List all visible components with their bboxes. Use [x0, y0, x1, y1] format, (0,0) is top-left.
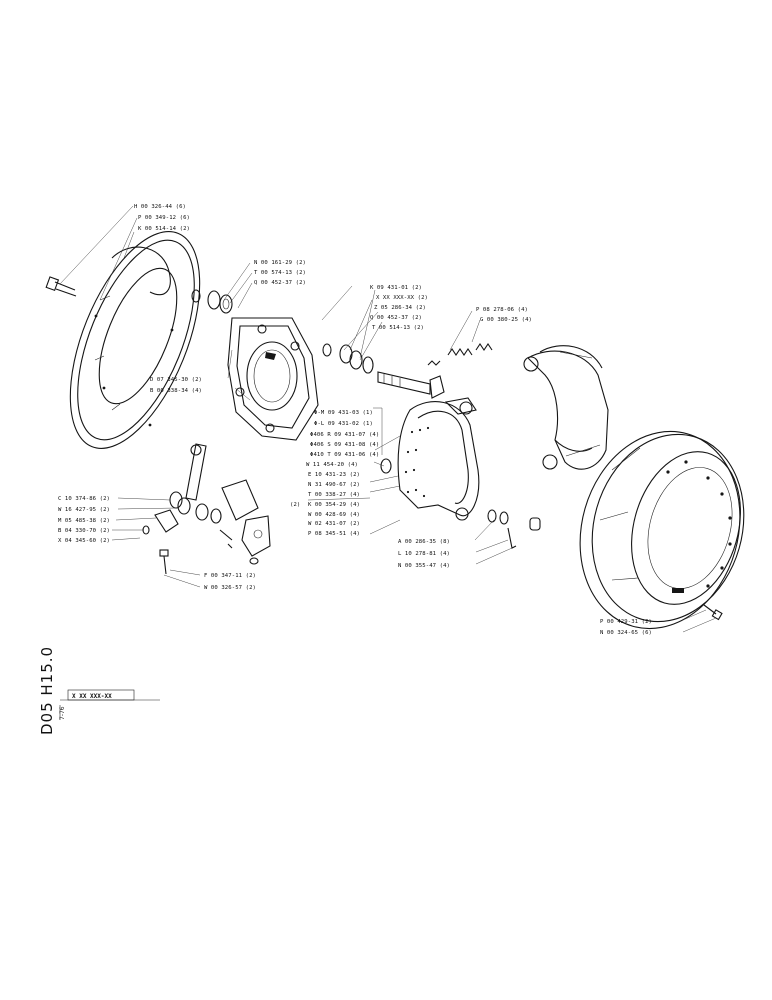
- callout-label: C 10 374-86 (2): [58, 496, 110, 502]
- lining-rivets: [404, 426, 430, 498]
- callout-label: H 00 326-44 (6): [134, 204, 186, 210]
- callout-label: N 31 490-67 (2): [308, 482, 360, 488]
- callout-label: Q 00 452-37 (2): [370, 315, 422, 321]
- callouts-spider-bottom: D 07 345-30 (2) B 00 338-34 (4): [150, 377, 202, 394]
- callout-label: G 00 380-25 (4): [480, 317, 532, 323]
- callout-label: X 04 345-60 (2): [58, 538, 110, 544]
- callouts-shoe-bottom: A 00 286-35 (8) L 10 278-81 (4) N 00 355…: [398, 539, 450, 569]
- callout-label: P 08 345-51 (4): [308, 531, 360, 537]
- callout-label: Φ410 T 09 431-06 (4): [310, 452, 379, 458]
- callout-label: Φ406 S 09 431-08 (4): [310, 442, 379, 448]
- callout-label: P 00 429-31 (2): [600, 619, 652, 625]
- callout-label: W 00 326-57 (2): [204, 585, 256, 591]
- callout-label: W 16 427-95 (2): [58, 507, 110, 513]
- callout-label: N 00 161-29 (2): [254, 260, 306, 266]
- bracket-tag: (2): [290, 502, 300, 508]
- callout-label: K 09 431-01 (2): [370, 285, 422, 291]
- callout-label: K 00 514-14 (2): [138, 226, 190, 232]
- callouts-adjuster: C 10 374-86 (2) W 16 427-95 (2) M 05 485…: [58, 496, 110, 544]
- dust-shield-plate: [69, 231, 201, 449]
- callout-label: X XX XXX-XX (2): [376, 295, 428, 301]
- callout-label: N 00 355-47 (4): [398, 563, 450, 569]
- callout-label: W 11 454-20 (4): [306, 462, 358, 468]
- return-springs: [427, 343, 493, 366]
- callouts-spring: P 08 278-06 (4) G 00 380-25 (4): [476, 307, 532, 323]
- part-number-box: [67, 689, 135, 701]
- callout-label: B 04 330-70 (2): [58, 528, 110, 534]
- callout-label: T 00 514-13 (2): [372, 325, 424, 331]
- callout-label: Φ-M 09 431-03 (1): [314, 410, 373, 416]
- callout-label: A 00 286-35 (8): [398, 539, 450, 545]
- brake-shoe-front: [397, 397, 480, 521]
- part-number-text: X XX XXX-XX: [72, 693, 112, 700]
- callout-label: Q 00 452-37 (2): [254, 280, 306, 286]
- bolt-left: [45, 276, 77, 297]
- drum-bolt: [703, 604, 723, 621]
- callout-label: W 02 431-07 (2): [308, 521, 360, 527]
- callout-label: T 00 574-13 (2): [254, 270, 306, 276]
- drum-bolt-holes: [666, 460, 732, 588]
- callout-label: P 08 278-06 (4): [476, 307, 528, 313]
- callouts-adjuster-bottom: F 00 347-11 (2) W 00 326-57 (2): [204, 573, 256, 591]
- spider-bushings: [191, 289, 233, 314]
- callouts-shoe-list: Φ-M 09 431-03 (1) Φ-L 09 431-02 (1) Φ406…: [290, 410, 379, 537]
- sheet-code: D05 H15.0: [38, 646, 56, 735]
- brake-spider: [227, 317, 319, 441]
- callout-label: K 00 354-29 (4): [308, 502, 360, 508]
- callout-label: L 10 278-81 (4): [398, 551, 450, 557]
- slack-adjuster: [142, 443, 271, 575]
- callouts-camshaft: K 09 431-01 (2) X XX XXX-XX (2) Z 05 286…: [370, 285, 428, 331]
- revision-note: 7-76: [59, 706, 66, 720]
- brake-drum: [579, 430, 745, 630]
- callout-label: T 00 338-27 (4): [308, 492, 360, 498]
- shoe-pins: [380, 458, 541, 549]
- callout-label: B 00 338-34 (4): [150, 388, 202, 394]
- brake-shoe-rear: [523, 345, 609, 470]
- callout-label: E 10 431-23 (2): [308, 472, 360, 478]
- callouts-spider-top: N 00 161-29 (2) T 00 574-13 (2) Q 00 452…: [254, 260, 306, 286]
- callout-label: Φ-L 09 431-02 (1): [314, 421, 373, 427]
- callout-label: Z 05 286-34 (2): [374, 305, 426, 311]
- callout-label: D 07 345-30 (2): [150, 377, 202, 383]
- callouts-drum: P 00 429-31 (2) N 00 324-65 (6): [600, 619, 652, 636]
- callouts-left-plate: H 00 326-44 (6) P 00 349-12 (6) K 00 514…: [134, 204, 190, 232]
- callout-label: N 00 324-65 (6): [600, 630, 652, 636]
- camshaft: [322, 343, 445, 399]
- leader-lines: [59, 205, 717, 720]
- sheet-id-block: D05 H15.0 7-76 X XX XXX-XX: [38, 646, 135, 735]
- callout-label: Φ406 R 09 431-07 (4): [310, 432, 379, 438]
- callout-label: W 00 428-69 (4): [308, 512, 360, 518]
- callout-label: P 00 349-12 (6): [138, 215, 190, 221]
- callout-label: M 05 485-38 (2): [58, 518, 110, 524]
- callout-label: F 00 347-11 (2): [204, 573, 256, 579]
